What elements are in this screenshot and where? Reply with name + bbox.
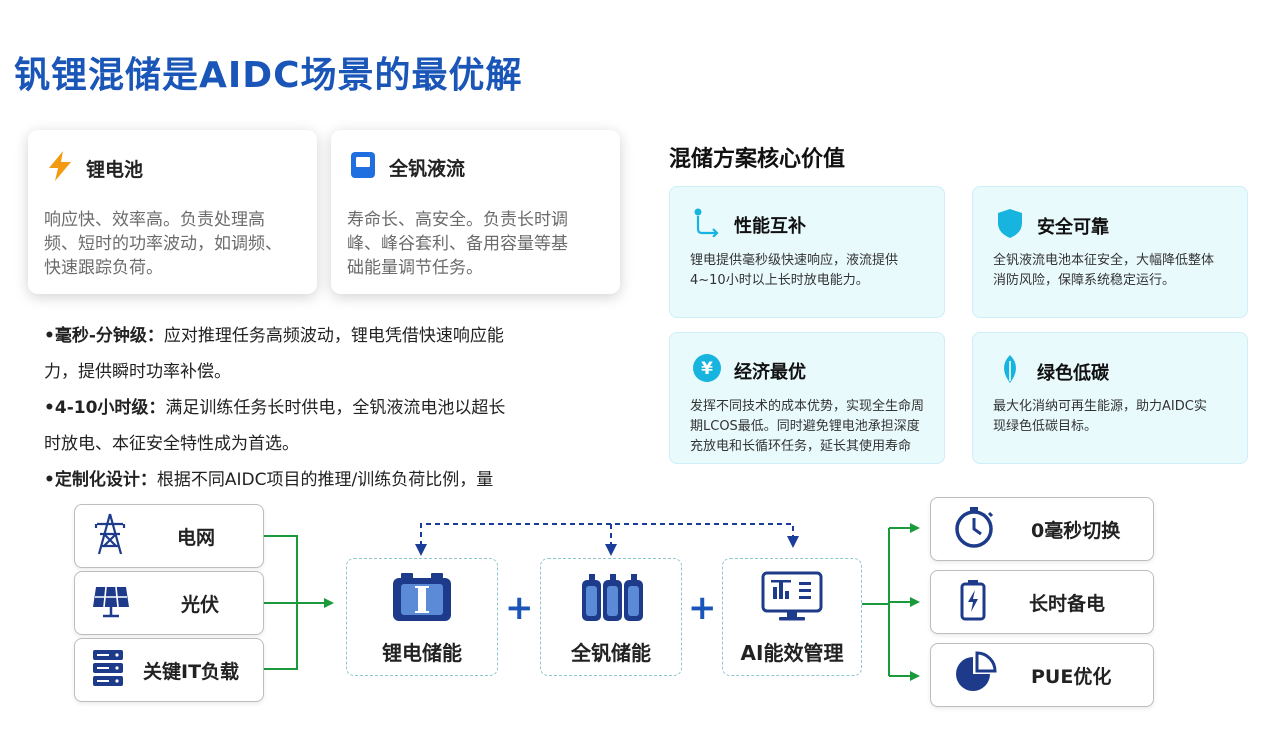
value-card-title: 安全可靠	[1037, 216, 1109, 238]
center-vanadium-storage: 全钒储能	[540, 558, 682, 676]
down-arrow	[605, 544, 617, 556]
card-line: 快速跟踪负荷。	[44, 258, 163, 278]
value-card-body: 最大化消纳可再生能源，助力AIDC实 现绿色低碳目标。	[993, 397, 1207, 437]
bullet-item-cont: 力，提供瞬时功率补偿。	[44, 362, 231, 382]
value-line: 发挥不同技术的成本优势，实现全生命周	[690, 399, 925, 414]
card-vanadium-body: 寿命长、高安全。负责长时调 峰、峰谷套利、备用容量等基 础能量调节任务。	[347, 208, 568, 280]
output-switch: 0毫秒切换	[930, 497, 1154, 561]
plus-sign: +	[688, 588, 717, 628]
value-card-title: 经济最优	[734, 361, 806, 383]
source-grid: 电网	[74, 504, 264, 568]
source-label: 关键IT负载	[143, 660, 240, 683]
source-it-load: 关键IT负载	[74, 638, 264, 702]
value-card-body: 锂电提供毫秒级快速响应，液流提供 4~10小时以上长时放电能力。	[690, 251, 898, 291]
source-solar: 光伏	[74, 571, 264, 635]
power-tower-icon	[93, 512, 127, 560]
tank-icon	[349, 150, 377, 185]
value-line: 现绿色低碳目标。	[993, 419, 1098, 434]
route-icon	[692, 207, 722, 242]
output-label: 0毫秒切换	[1031, 519, 1121, 542]
output-backup: 长时备电	[930, 570, 1154, 634]
value-card-complement: 性能互补 锂电提供毫秒级快速响应，液流提供 4~10小时以上长时放电能力。	[669, 186, 945, 318]
lithium-battery-icon	[391, 571, 453, 627]
value-line: 锂电提供毫秒级快速响应，液流提供	[690, 253, 899, 268]
output-label: 长时备电	[1029, 592, 1106, 615]
solar-panel-icon	[91, 583, 131, 623]
bullet-item: •毫秒-分钟级：应对推理任务高频波动，锂电凭借快速响应能	[44, 326, 504, 346]
leaf-icon	[995, 353, 1025, 390]
center-label: AI能效管理	[740, 641, 844, 665]
value-line: 充放电和长循环任务，延长其使用寿命	[690, 439, 912, 454]
card-line: 峰、峰谷套利、备用容量等基	[347, 234, 568, 254]
card-vanadium: 全钒液流 寿命长、高安全。负责长时调 峰、峰谷套利、备用容量等基 础能量调节任务…	[331, 130, 620, 294]
value-section-title: 混储方案核心价值	[669, 147, 846, 172]
bullet-item: •4-10小时级：满足训练任务长时供电，全钒液流电池以超长	[44, 398, 506, 418]
output-label: PUE优化	[1031, 665, 1112, 688]
server-rack-icon	[91, 648, 125, 692]
card-lithium: 锂电池 响应快、效率高。负责处理高 频、短时的功率波动，如调频、 快速跟踪负荷。	[28, 130, 317, 294]
card-line: 频、短时的功率波动，如调频、	[44, 234, 282, 254]
control-dashed-line	[420, 523, 794, 546]
output-pue: PUE优化	[930, 643, 1154, 707]
value-line: 全钒液流电池本征安全，大幅降低整体	[993, 253, 1215, 268]
svg-text:¥: ¥	[701, 359, 713, 379]
value-line: 4~10小时以上长时放电能力。	[690, 273, 869, 288]
vanadium-tank-icon	[579, 571, 645, 627]
value-card-safety: 安全可靠 全钒液流电池本征安全，大幅降低整体 消防风险，保障系统稳定运行。	[972, 186, 1248, 318]
value-card-title: 性能互补	[734, 215, 806, 237]
down-arrow	[787, 536, 799, 548]
center-lithium-storage: 锂电储能	[346, 558, 498, 676]
bullet-item: •定制化设计：根据不同AIDC项目的推理/训练负荷比例，量	[44, 470, 494, 490]
output-split-lines	[862, 523, 920, 681]
plus-sign: +	[505, 588, 534, 628]
card-lithium-title: 锂电池	[86, 159, 144, 181]
value-card-economy: ¥ 经济最优 发挥不同技术的成本优势，实现全生命周 期LCOS最低。同时避免锂电…	[669, 332, 945, 464]
value-line: 消防风险，保障系统稳定运行。	[993, 273, 1176, 288]
value-card-body: 发挥不同技术的成本优势，实现全生命周 期LCOS最低。同时避免锂电池承担深度 充…	[690, 397, 924, 457]
center-label: 全钒储能	[571, 641, 651, 665]
page-title: 钒锂混储是AIDC场景的最优解	[14, 55, 523, 96]
yen-icon: ¥	[692, 353, 722, 388]
center-ai-management: AI能效管理	[722, 558, 862, 676]
down-arrow	[415, 544, 427, 556]
card-line: 响应快、效率高。负责处理高	[44, 210, 265, 230]
source-merge-lines	[263, 535, 334, 670]
lightning-icon	[46, 150, 74, 187]
card-lithium-body: 响应快、效率高。负责处理高 频、短时的功率波动，如调频、 快速跟踪负荷。	[44, 208, 282, 280]
value-card-body: 全钒液流电池本征安全，大幅降低整体 消防风险，保障系统稳定运行。	[993, 251, 1214, 291]
shield-icon	[995, 207, 1025, 244]
card-line: 础能量调节任务。	[347, 258, 483, 278]
bullet-item-cont: 时放电、本征安全特性成为首选。	[44, 434, 299, 454]
source-label: 光伏	[181, 593, 220, 616]
ai-monitor-icon	[759, 571, 825, 627]
value-card-title: 绿色低碳	[1037, 362, 1109, 384]
bullet-list: •毫秒-分钟级：应对推理任务高频波动，锂电凭借快速响应能 力，提供瞬时功率补偿。…	[44, 318, 594, 498]
value-card-green: 绿色低碳 最大化消纳可再生能源，助力AIDC实 现绿色低碳目标。	[972, 332, 1248, 464]
battery-icon	[959, 579, 987, 625]
source-label: 电网	[177, 526, 216, 549]
stopwatch-icon	[951, 504, 997, 554]
pie-chart-icon	[953, 651, 997, 699]
card-lithium-header: 锂电池	[46, 150, 143, 187]
center-label: 锂电储能	[382, 641, 462, 665]
value-line: 最大化消纳可再生能源，助力AIDC实	[993, 399, 1207, 414]
card-vanadium-title: 全钒液流	[389, 158, 466, 180]
card-vanadium-header: 全钒液流	[349, 150, 465, 185]
value-line: 期LCOS最低。同时避免锂电池承担深度	[690, 419, 920, 434]
card-line: 寿命长、高安全。负责长时调	[347, 210, 568, 230]
